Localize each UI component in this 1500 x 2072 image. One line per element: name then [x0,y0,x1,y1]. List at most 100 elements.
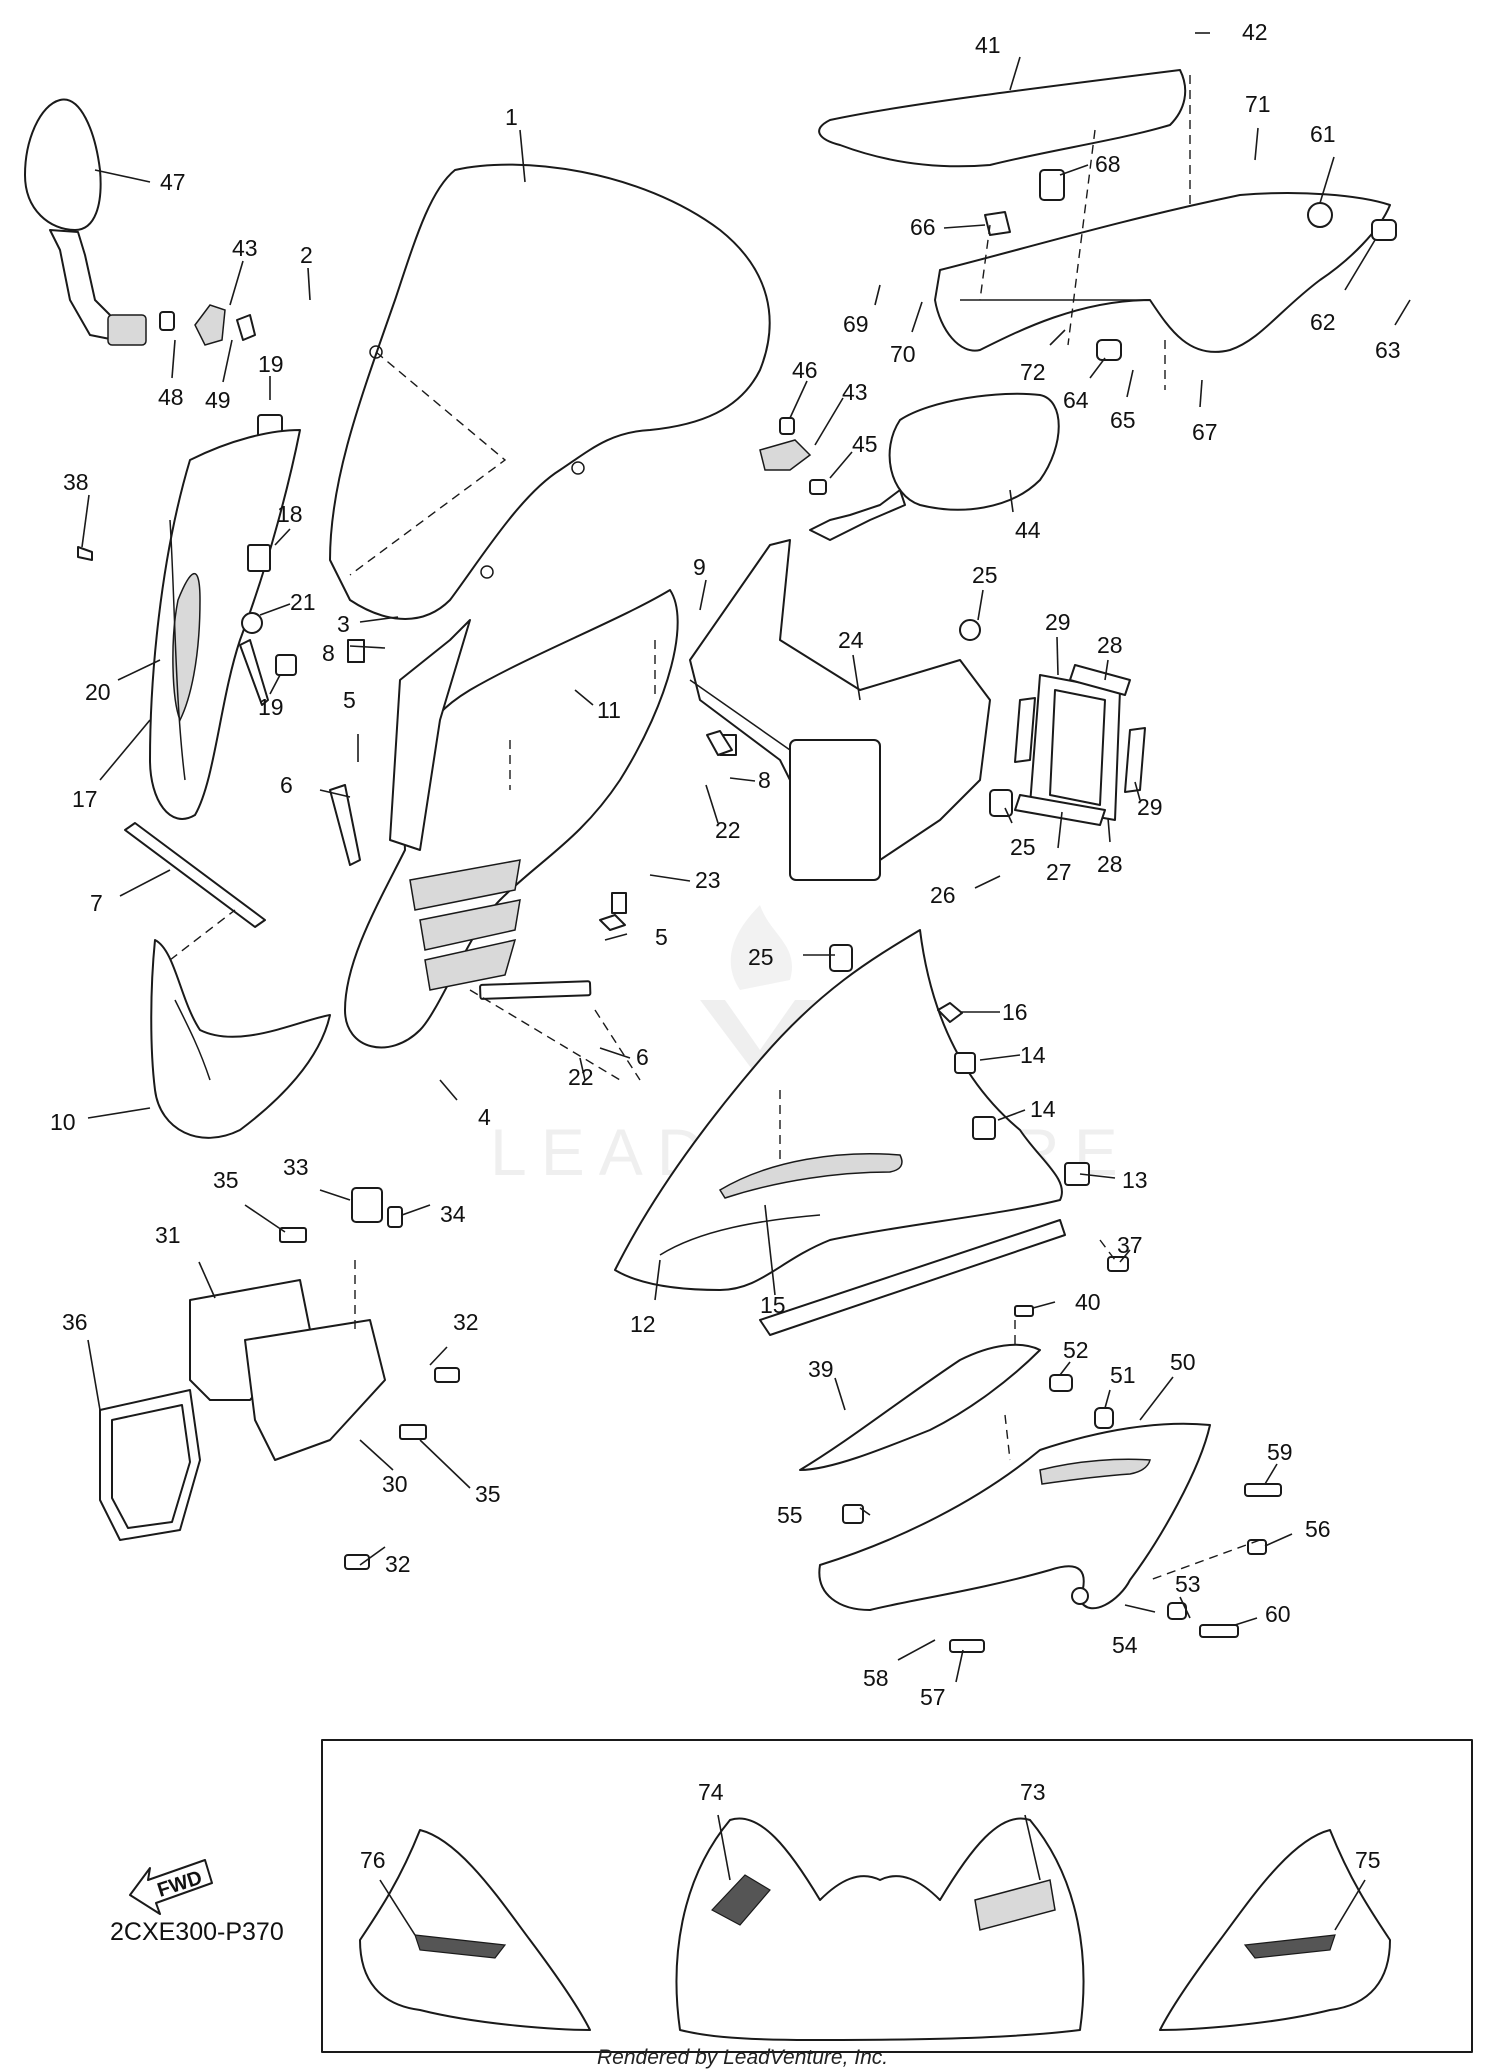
callout-37: 37 [1117,1232,1143,1258]
callout-59: 59 [1267,1439,1293,1465]
callout-66: 66 [910,214,936,240]
callout-31: 31 [155,1222,181,1248]
callout-19b: 19 [258,694,284,720]
credit-text: Rendered by LeadVenture, Inc. [597,2046,888,2069]
callout-70: 70 [890,341,916,367]
callout-2: 2 [300,242,313,268]
callout-9: 9 [693,554,706,580]
callout-41: 41 [975,32,1001,58]
callout-47: 47 [160,169,186,195]
callout-40: 40 [1075,1289,1101,1315]
callout-73: 73 [1020,1779,1046,1805]
callout-44: 44 [1015,517,1041,543]
mirror-right-part [759,392,1060,541]
callout-46: 46 [792,357,818,383]
lower-duct-part [99,1187,460,1570]
inner-panel-part [239,589,737,1049]
callout-61: 61 [1310,121,1336,147]
fwd-arrow-icon: FWD [129,1859,213,1915]
callout-26: 26 [930,882,956,908]
callout-53: 53 [1175,1571,1201,1597]
callout-67: 67 [1192,419,1218,445]
callout-25c: 25 [748,944,774,970]
callout-11: 11 [597,697,621,723]
callout-65: 65 [1110,407,1136,433]
callout-28b: 28 [1097,851,1123,877]
assembly-lines [169,75,1261,1581]
fwd-label: FWD [155,1867,205,1902]
callout-24: 24 [838,627,864,653]
callout-54: 54 [1112,1632,1138,1658]
callout-4: 4 [478,1104,491,1130]
callout-21: 21 [290,589,316,615]
callout-43b: 43 [842,379,868,405]
callout-22b: 22 [568,1064,594,1090]
strip-7-part [124,822,266,928]
callout-3: 3 [337,611,350,637]
callout-74: 74 [698,1779,724,1805]
callout-28a: 28 [1097,632,1123,658]
callout-16: 16 [1002,999,1028,1025]
callout-32a: 32 [453,1309,479,1335]
mirror-left-part [24,98,283,438]
callout-29b: 29 [1137,794,1163,820]
callout-49: 49 [205,387,231,413]
callout-36: 36 [62,1309,88,1335]
callout-8a: 8 [322,640,335,666]
center-bracket-part [689,539,1013,972]
callout-62: 62 [1310,309,1336,335]
callout-25b: 25 [1010,834,1036,860]
callout-60: 60 [1265,1601,1291,1627]
callout-5b: 5 [655,924,668,950]
callout-48: 48 [158,384,184,410]
callout-56: 56 [1305,1516,1331,1542]
leader-lines [81,32,1411,1936]
callout-6a: 6 [280,772,293,798]
callout-52: 52 [1063,1337,1089,1363]
callout-12: 12 [630,1311,656,1337]
callout-64: 64 [1063,387,1089,413]
callout-35a: 35 [213,1167,239,1193]
clips-group-part [937,1002,1129,1317]
callout-68: 68 [1095,151,1121,177]
side-panel-part [77,429,301,820]
callout-23: 23 [695,867,721,893]
callout-29a: 29 [1045,609,1071,635]
callout-14a: 14 [1020,1042,1046,1068]
callout-34: 34 [440,1201,466,1227]
callout-32b: 32 [385,1551,411,1577]
callout-25a: 25 [972,562,998,588]
callout-45: 45 [852,431,878,457]
callout-18: 18 [277,501,303,527]
callout-55: 55 [777,1502,803,1528]
callout-72: 72 [1020,359,1046,385]
callout-51: 51 [1110,1362,1136,1388]
callout-10: 10 [50,1109,76,1135]
callout-71: 71 [1245,91,1271,117]
callout-38: 38 [63,469,89,495]
callout-7: 7 [90,890,103,916]
diagram-code: 2CXE300-P370 [110,1918,284,1946]
callout-8b: 8 [758,767,771,793]
upper-cowl-part [818,69,1397,361]
callout-76: 76 [360,1847,386,1873]
callout-22a: 22 [715,817,741,843]
callout-75: 75 [1355,1847,1381,1873]
callout-20: 20 [85,679,111,705]
callout-69: 69 [843,311,869,337]
callout-63: 63 [1375,337,1401,363]
lower-fairing-part [799,1343,1282,1653]
callout-5a: 5 [343,687,356,713]
callout-30: 30 [382,1471,408,1497]
callout-35b: 35 [475,1481,501,1507]
main-fairing-part [614,929,1066,1336]
callout-1: 1 [505,104,518,130]
callout-58: 58 [863,1665,889,1691]
callout-14b: 14 [1030,1096,1056,1122]
callout-15: 15 [760,1292,786,1318]
callout-13: 13 [1122,1167,1148,1193]
callout-43a: 43 [232,235,258,261]
decal-inset [321,1739,1473,2053]
windshield-part [329,163,771,620]
